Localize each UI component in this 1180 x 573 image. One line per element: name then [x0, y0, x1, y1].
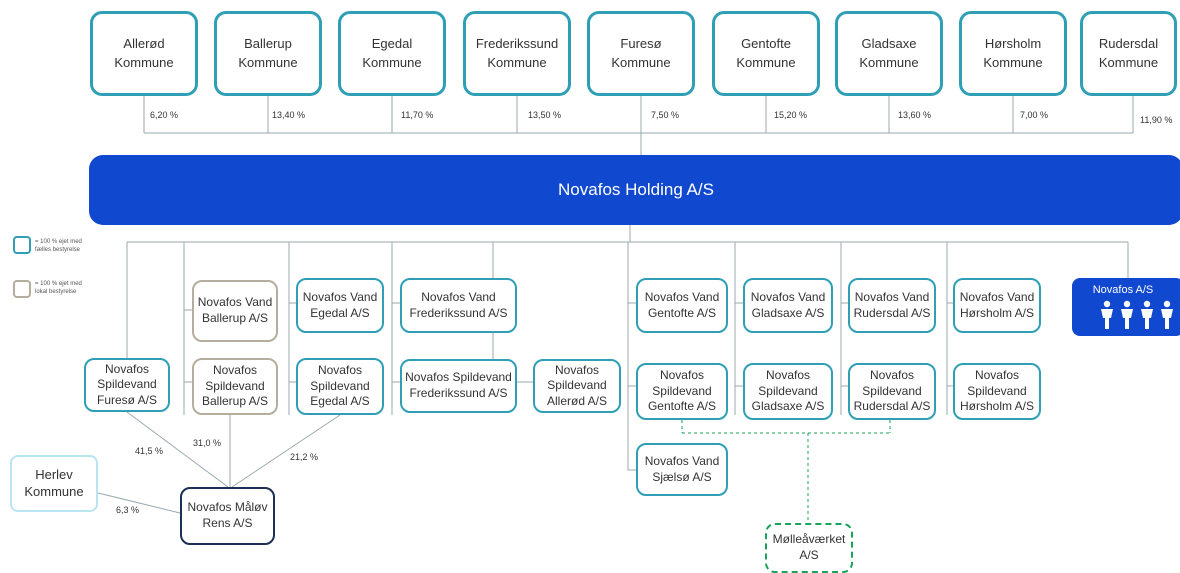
holding-title: Novafos Holding A/S [558, 180, 714, 199]
legend-text-faelles: = 100 % ejet med fælles bestyrelse [35, 239, 82, 254]
municipality-gladsaxe: Gladsaxe Kommune [835, 11, 943, 96]
share-maloev-herlev: 6,3 % [116, 505, 140, 515]
municipality-alleroed: Allerød Kommune [90, 11, 198, 96]
box-spildevand-egedal: Novafos Spildevand Egedal A/S [296, 358, 384, 415]
share-maloev-ballerup: 31,0 % [193, 438, 222, 448]
box-spildevand-furesoe: Novafos Spildevand Furesø A/S [84, 358, 170, 412]
box-vand-gentofte: Novafos Vand Gentofte A/S [636, 278, 728, 333]
holding-company: Novafos Holding A/S [89, 155, 1180, 225]
municipality-rudersdal: Rudersdal Kommune [1080, 11, 1177, 96]
legend-swatch-lokal [13, 280, 31, 298]
box-moelleaavaerket: Mølleåværket A/S [765, 523, 853, 573]
share-frederikssund: 13,50 % [528, 110, 562, 120]
share-ballerup: 13,40 % [272, 110, 306, 120]
box-vand-hoersholm: Novafos Vand Hørsholm A/S [953, 278, 1041, 333]
municipality-furesoe: Furesø Kommune [587, 11, 695, 96]
legend-text-lokal: = 100 % ejet med lokal bestyrelse [35, 281, 82, 296]
box-spildevand-frederikssund: Novafos Spildevand Frederikssund A/S [400, 359, 517, 413]
box-vand-ballerup: Novafos Vand Ballerup A/S [192, 280, 278, 342]
legend-swatch-faelles [13, 236, 31, 254]
municipality-frederikssund: Frederikssund Kommune [463, 11, 571, 96]
box-vand-sjaelsoe: Novafos Vand Sjælsø A/S [636, 443, 728, 496]
share-rudersdal: 11,90 % [1140, 115, 1173, 125]
share-furesoe: 7,50 % [651, 110, 680, 120]
share-maloev-egedal: 21,2 % [290, 452, 319, 462]
box-spildevand-hoersholm: Novafos Spildevand Hørsholm A/S [953, 363, 1041, 420]
box-spildevand-ballerup: Novafos Spildevand Ballerup A/S [192, 358, 278, 415]
box-vand-rudersdal: Novafos Vand Rudersdal A/S [848, 278, 936, 333]
box-vand-gladsaxe: Novafos Vand Gladsaxe A/S [743, 278, 833, 333]
box-novafos-maloev-rens: Novafos Måløv Rens A/S [180, 487, 275, 545]
municipality-egedal: Egedal Kommune [338, 11, 446, 96]
share-gentofte: 15,20 % [774, 110, 808, 120]
box-spildevand-alleroed: Novafos Spildevand Allerød A/S [533, 359, 621, 413]
novafos-as-label: Novafos A/S [1092, 284, 1154, 296]
share-alleroed: 6,20 % [150, 110, 179, 120]
share-egedal: 11,70 % [401, 110, 434, 120]
box-novafos-as: Novafos A/S [1072, 278, 1180, 336]
municipality-ballerup: Ballerup Kommune [214, 11, 322, 96]
municipality-gentofte: Gentofte Kommune [712, 11, 820, 96]
box-spildevand-gentofte: Novafos Spildevand Gentofte A/S [636, 363, 728, 420]
share-maloev-furesoe: 41,5 % [135, 446, 164, 456]
box-vand-egedal: Novafos Vand Egedal A/S [296, 278, 384, 333]
share-gladsaxe: 13,60 % [898, 110, 932, 120]
box-herlev-kommune: Herlev Kommune [10, 455, 98, 512]
municipality-hoersholm: Hørsholm Kommune [959, 11, 1067, 96]
box-vand-frederikssund: Novafos Vand Frederikssund A/S [400, 278, 517, 333]
box-spildevand-rudersdal: Novafos Spildevand Rudersdal A/S [848, 363, 936, 420]
people-icon [1101, 300, 1173, 329]
box-spildevand-gladsaxe: Novafos Spildevand Gladsaxe A/S [743, 363, 833, 420]
share-hoersholm: 7,00 % [1020, 110, 1049, 120]
